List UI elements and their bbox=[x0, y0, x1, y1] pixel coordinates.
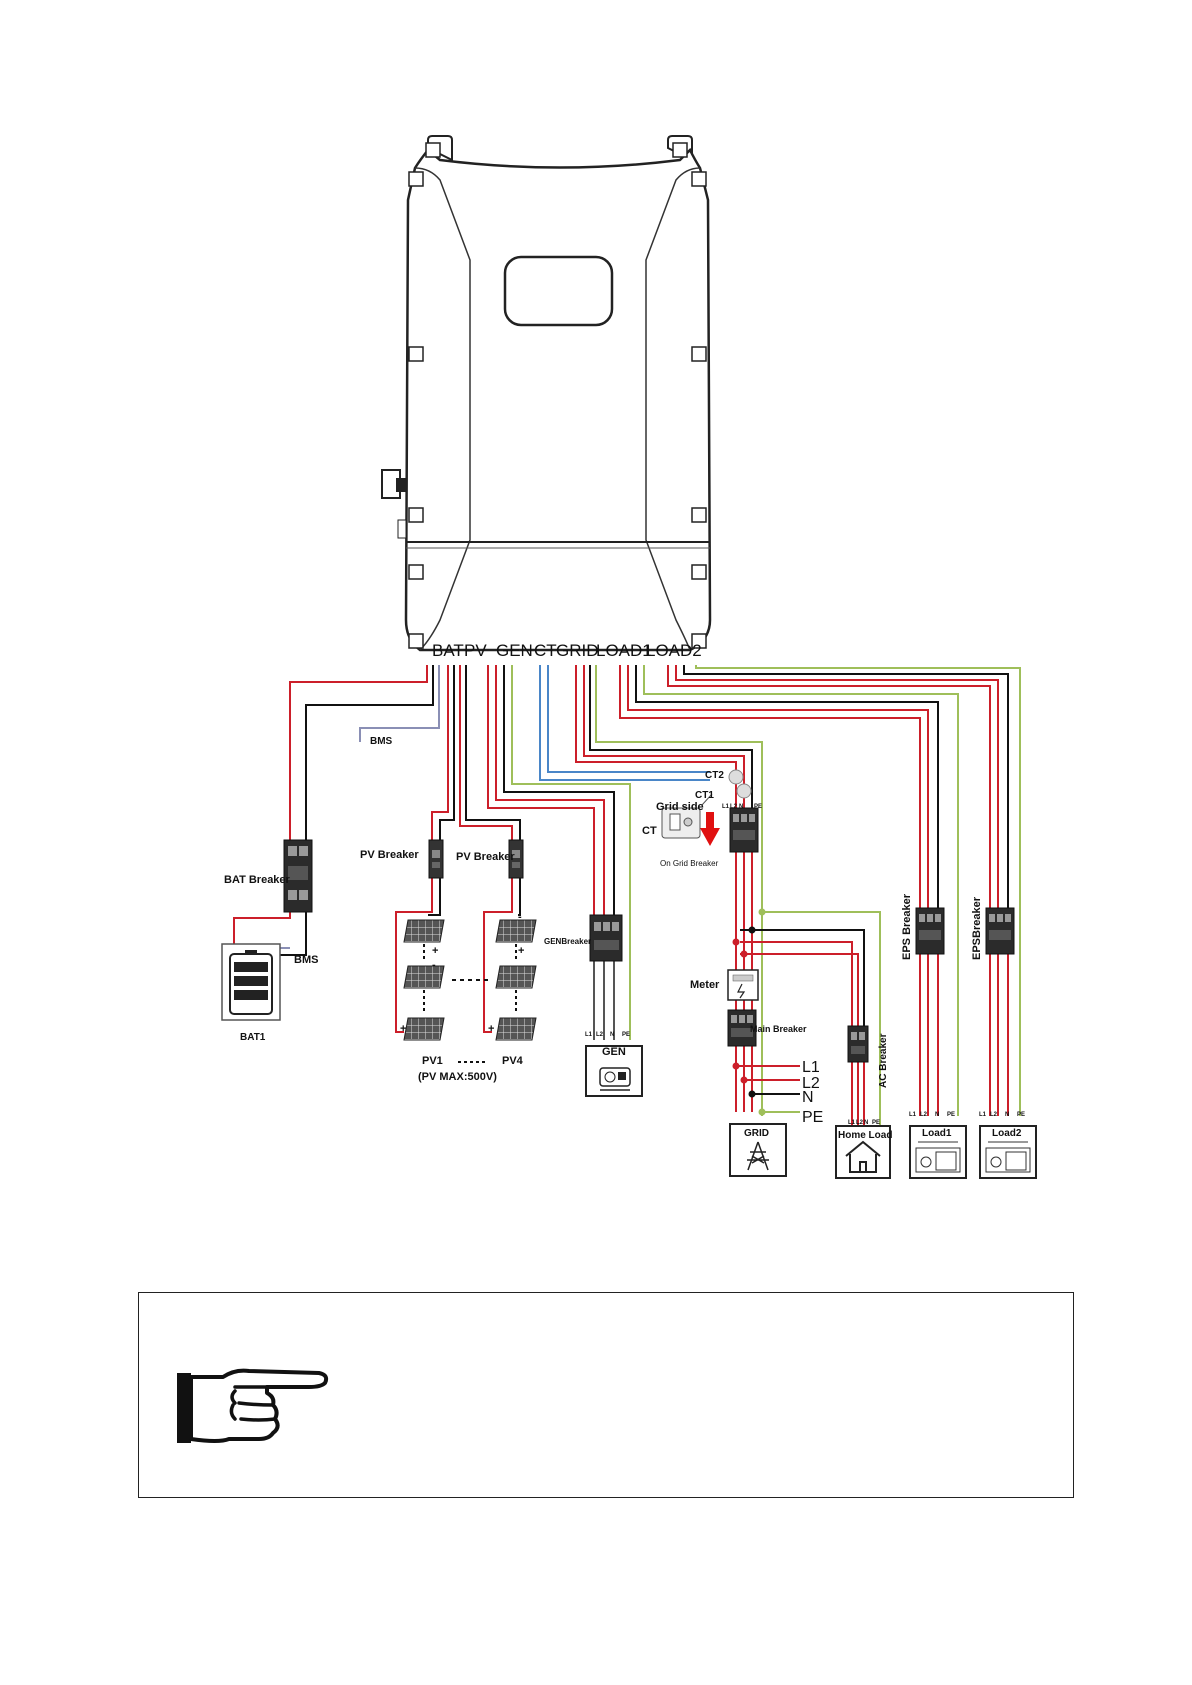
grid-label: GRID bbox=[744, 1128, 769, 1139]
gen-breaker-label: GENBreaker bbox=[544, 937, 591, 946]
load1-term-l1: L1 bbox=[909, 1112, 917, 1118]
grid-term-l2: L2 bbox=[730, 804, 738, 810]
ct2-label: CT2 bbox=[705, 770, 724, 781]
appliance-icon bbox=[915, 1141, 961, 1173]
home-term-n: N bbox=[864, 1120, 868, 1126]
ct-label: CT bbox=[642, 825, 657, 837]
port-load2: LOAD2 bbox=[646, 641, 702, 660]
line-n-label: N bbox=[802, 1089, 814, 1106]
home-term-pe: PE bbox=[872, 1120, 880, 1126]
pv-breaker-1 bbox=[428, 839, 444, 879]
grid-side-label: Grid side bbox=[656, 801, 704, 813]
bms-label-bottom: BMS bbox=[294, 954, 318, 966]
grid-box bbox=[729, 1123, 787, 1177]
pv4-minus: - bbox=[518, 911, 522, 923]
inverter-unit bbox=[381, 135, 712, 652]
pv-breaker-2-label: PV Breaker bbox=[456, 851, 515, 863]
load2-term-l1: L1 bbox=[979, 1112, 987, 1118]
note-box bbox=[138, 1292, 1074, 1498]
load2-term-pe: PE bbox=[1017, 1112, 1025, 1118]
load1-label: Load1 bbox=[922, 1128, 952, 1139]
gen-term-l2: L2 bbox=[596, 1032, 604, 1038]
bms-label-top: BMS bbox=[370, 736, 393, 747]
diagram-labels: BMS BMS BAT Breaker BAT1 PV Breaker PV B… bbox=[224, 736, 1025, 1141]
pv4-plus: + bbox=[518, 945, 524, 957]
transmission-tower-icon bbox=[747, 1141, 769, 1171]
eps-breaker-1-label: EPS Breaker bbox=[901, 893, 913, 960]
main-breaker-label: Main Breaker bbox=[750, 1024, 807, 1034]
main-breaker bbox=[727, 1009, 757, 1047]
home-load-label: Home Load bbox=[838, 1130, 892, 1141]
generator-icon bbox=[585, 1045, 643, 1097]
meter bbox=[727, 969, 759, 1001]
load1-term-pe: PE bbox=[947, 1112, 955, 1118]
bat-breaker bbox=[283, 839, 313, 913]
line-l1-label: L1 bbox=[802, 1059, 820, 1076]
gen-term-l1: L1 bbox=[585, 1032, 593, 1038]
home-load-box bbox=[835, 1125, 891, 1179]
inverter-port-labels: BAT PV GEN CT GRID LOAD1 LOAD2 bbox=[432, 641, 702, 660]
junction-dots bbox=[732, 908, 766, 1116]
load2-label: Load2 bbox=[992, 1128, 1022, 1139]
grid-term-n: N bbox=[739, 804, 743, 810]
ac-breaker-label: AC Breaker bbox=[878, 1033, 889, 1088]
port-gen: GEN bbox=[496, 641, 533, 660]
port-grid: GRID bbox=[556, 641, 599, 660]
bat-breaker-label: BAT Breaker bbox=[224, 874, 291, 886]
grid-term-pe: PE bbox=[754, 804, 762, 810]
pv-array-1 bbox=[403, 919, 445, 1041]
load2-term-l2: L2 bbox=[990, 1112, 998, 1118]
gen-term-pe: PE bbox=[622, 1032, 630, 1038]
home-term-l1: L1 bbox=[848, 1120, 856, 1126]
meter-label: Meter bbox=[690, 979, 720, 991]
pv4-label: PV4 bbox=[502, 1055, 524, 1067]
port-ct: CT bbox=[534, 641, 557, 660]
pv-array-2 bbox=[495, 919, 537, 1041]
eps-breaker-2 bbox=[985, 907, 1015, 955]
battery-icon bbox=[221, 943, 281, 1021]
port-load1: LOAD1 bbox=[596, 641, 652, 660]
gen-term-n: N bbox=[610, 1032, 614, 1038]
pv-breaker-1-label: PV Breaker bbox=[360, 849, 419, 861]
pv1-plus-bottom: + bbox=[400, 1023, 406, 1035]
port-bat: BAT bbox=[432, 641, 464, 660]
load2-term-n: N bbox=[1005, 1112, 1009, 1118]
load1-term-n: N bbox=[935, 1112, 939, 1118]
pv4-plus-bottom: + bbox=[488, 1023, 494, 1035]
ct-clamps bbox=[661, 769, 752, 846]
eps-breaker-2-label: EPSBreaker bbox=[971, 896, 983, 960]
appliance-icon bbox=[985, 1141, 1031, 1173]
line-pe-label: PE bbox=[802, 1109, 823, 1126]
load1-term-l2: L2 bbox=[920, 1112, 928, 1118]
house-icon bbox=[845, 1140, 881, 1173]
gen-breaker bbox=[589, 914, 623, 962]
pv1-minus: - bbox=[432, 959, 436, 971]
gen-label: GEN bbox=[602, 1046, 626, 1058]
load1-box bbox=[909, 1125, 967, 1179]
eps-breaker-1 bbox=[915, 907, 945, 955]
current-direction-arrow bbox=[700, 828, 720, 846]
on-grid-breaker-label: On Grid Breaker bbox=[660, 859, 719, 868]
pointing-hand-icon bbox=[177, 1368, 329, 1443]
ac-breaker bbox=[847, 1025, 869, 1063]
ct1-label: CT1 bbox=[695, 790, 714, 801]
load2-box bbox=[979, 1125, 1037, 1179]
pv-max-label: (PV MAX:500V) bbox=[418, 1071, 497, 1083]
line-l2-label: L2 bbox=[802, 1075, 820, 1092]
home-term-l2: L2 bbox=[856, 1120, 864, 1126]
bat1-label: BAT1 bbox=[240, 1032, 266, 1043]
on-grid-breaker bbox=[729, 807, 759, 853]
port-pv: PV bbox=[464, 641, 487, 660]
grid-term-l1: L1 bbox=[722, 804, 730, 810]
pv1-plus: + bbox=[432, 945, 438, 957]
pv1-label: PV1 bbox=[422, 1055, 443, 1067]
